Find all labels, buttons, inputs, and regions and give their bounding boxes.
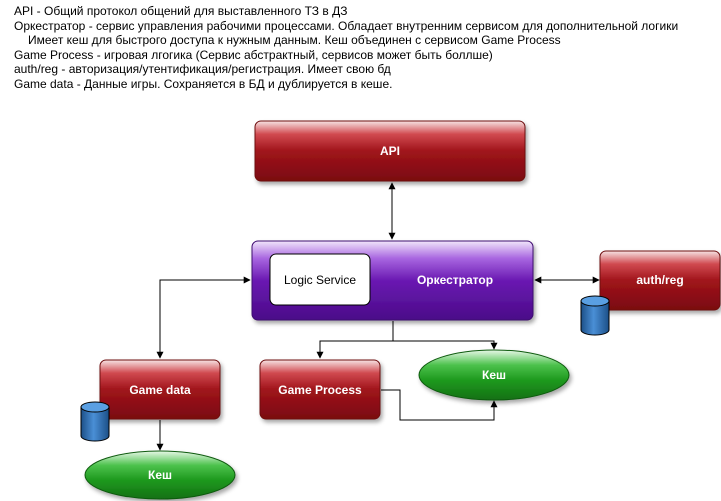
orchestrator-gamedata-connector bbox=[156, 276, 251, 359]
api-node bbox=[254, 120, 526, 182]
description-notes: API - Общий протокол общений для выставл… bbox=[14, 4, 678, 91]
cache-right-label: Кеш bbox=[482, 368, 506, 382]
api-label: API bbox=[380, 144, 400, 158]
game-process-node bbox=[259, 359, 381, 420]
auth-reg-node bbox=[599, 250, 721, 311]
cache-right-node bbox=[418, 349, 570, 401]
note-game-data: Game data - Данные игры. Сохраняется в Б… bbox=[14, 76, 393, 91]
game-process-label: Game Process bbox=[278, 383, 362, 397]
orchestrator-split-connector bbox=[316, 321, 394, 359]
orchestrator-cache-connector bbox=[393, 340, 498, 350]
gameprocess-cache-connector bbox=[381, 389, 498, 421]
auth-reg-label: auth/reg bbox=[636, 273, 683, 287]
note-game-process: Game Process - игровая лгогика (Сервис а… bbox=[14, 47, 493, 62]
note-auth-reg: auth/reg - авторизация/утентификация/рег… bbox=[14, 62, 391, 76]
cache-bottom-node bbox=[84, 450, 236, 500]
note-orchestrator-cache: Имеет кеш для быстрого доступа к нужным … bbox=[28, 33, 561, 47]
note-api: API - Общий протокол общений для выставл… bbox=[14, 4, 348, 18]
orchestrator-label: Оркестратор bbox=[417, 273, 493, 287]
connectors bbox=[156, 182, 600, 451]
game-data-database-icon bbox=[80, 401, 110, 442]
logic-service-label: Logic Service bbox=[284, 273, 356, 287]
auth-reg-database-icon bbox=[580, 295, 610, 336]
game-data-node bbox=[99, 359, 221, 420]
game-data-label: Game data bbox=[129, 383, 191, 397]
cache-bottom-label: Кеш bbox=[148, 468, 172, 482]
note-orchestrator: Оркестратор - сервис управления рабочими… bbox=[14, 18, 679, 33]
logic-service-node bbox=[269, 253, 371, 306]
